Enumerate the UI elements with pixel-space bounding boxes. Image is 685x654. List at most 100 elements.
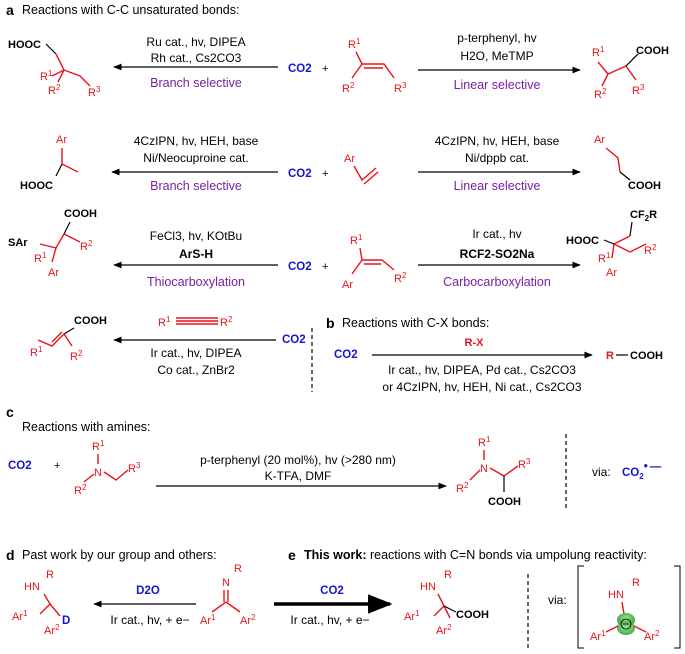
svg-text:N: N [94,467,102,479]
row1-branch-product: HOOC R1 R2 R3 [8,39,101,99]
svg-text:R3: R3 [88,85,101,99]
panel-d-title: Past work by our group and others: [22,548,217,562]
panel-e-title-bold: This work: [304,548,367,562]
row3-plus: + [322,261,328,273]
svg-text:Ar2: Ar2 [644,629,660,643]
panel-c-letter: c [6,404,14,420]
svg-text:COOH: COOH [64,208,97,220]
panel-e-letter: e [288,547,296,563]
row3-right-cond2: RCF2-SO2Na [460,247,535,261]
row4-alkyne: R1 R2 [158,315,233,329]
svg-text:R2: R2 [80,239,93,253]
svg-text:COOH: COOH [628,180,661,192]
panel-b-co2: CO2 [334,349,358,361]
svg-text:Ar2: Ar2 [240,613,256,627]
panel-d-letter: d [6,547,15,563]
panel-b-title: Reactions with C-X bonds: [342,316,489,330]
panel-e-title: This work: reactions with C=N bonds via … [304,548,647,562]
svg-text:R1: R1 [30,345,43,359]
row1-left-cond2: Rh cat., Cs2CO3 [151,51,242,65]
co2-radical-anion: CO2•— [622,461,662,481]
svg-text:Ar: Ar [594,134,605,146]
svg-text:HN: HN [608,589,624,601]
svg-text:R2: R2 [70,349,83,363]
row1-right-cond1: p-terphenyl, hv [457,31,536,45]
panel-a-title: Reactions with C-C unsaturated bonds: [22,3,239,17]
panel-c-co2: CO2 [8,460,32,472]
panel-e-via: via: [548,593,567,607]
row1-linear-product: R1 R2 R3 COOH [592,45,669,101]
svg-text:R3: R3 [632,83,645,97]
row1-cooh-label: COOH [636,45,669,57]
panel-c-plus: + [54,460,60,472]
panel-e-reagent: CO2 [320,585,344,597]
svg-text:Ar: Ar [56,134,67,146]
row1-plus: + [322,63,328,75]
svg-text:R: R [444,569,452,581]
svg-text:Ar2: Ar2 [44,623,60,637]
svg-text:R1: R1 [92,439,105,453]
svg-text:COOH: COOH [456,609,489,621]
svg-text:R: R [632,577,640,589]
row1-co2: CO2 [288,63,312,75]
svg-text:HN: HN [420,581,436,593]
panel-b-reagent: R-X [465,337,485,349]
panel-e-cond: Ir cat., hv, + e− [290,613,369,627]
row3-right-cond1: Ir cat., hv [472,227,521,241]
panel-d-product: R HN Ar1 Ar2 D [12,569,70,637]
panel-d-reagent: D2O [136,585,160,597]
row3-carbo-product: CF2R HOOC R2 R1 Ar [566,209,657,279]
row2-branch-product: Ar HOOC [20,134,79,192]
svg-text:N: N [222,577,230,589]
row2-styrene: Ar [344,153,379,185]
svg-text:Ar2: Ar2 [436,623,452,637]
svg-text:R1: R1 [40,69,53,83]
svg-text:R1: R1 [350,233,363,247]
row3-right-label: Carbocarboxylation [443,275,551,289]
row2-linear-product: Ar COOH [594,134,661,192]
svg-text:Ar: Ar [342,279,353,291]
row2-co2: CO2 [288,168,312,180]
row3-left-label: Thiocarboxylation [147,275,245,289]
row2-plus: + [322,168,328,180]
panel-c-product: R1 N R2 R3 COOH [456,435,531,508]
panel-c-title: Reactions with amines: [22,420,151,434]
row1-hooc-label: HOOC [8,39,41,51]
svg-text:R: R [234,563,242,575]
row3-thio-product: COOH SAr R2 R1 Ar [8,208,97,279]
svg-text:Ar: Ar [344,153,355,165]
carbanion-intermediate: R HN Ar1 Ar2 [577,565,681,649]
imine-substrate: R N Ar1 Ar2 [200,563,256,627]
panel-b-letter: b [326,315,335,331]
svg-text:R2: R2 [456,481,469,495]
svg-text:R2: R2 [74,483,87,497]
svg-text:Ar1: Ar1 [590,629,606,643]
panel-c-cond2: K-TFA, DMF [265,469,332,483]
row1-right-label: Linear selective [454,78,541,92]
panel-c-cond1: p-terphenyl (20 mol%), hv (>280 nm) [200,453,396,467]
svg-text:R1: R1 [592,45,605,59]
svg-text:R2: R2 [394,271,407,285]
svg-text:N: N [480,463,488,475]
row4-product: COOH R1 R2 [30,315,107,363]
row3-left-cond2: ArS-H [179,247,213,261]
svg-text:R2: R2 [220,315,233,329]
row4-cond1: Ir cat., hv, DIPEA [150,346,241,360]
svg-text:Ar1: Ar1 [12,609,28,623]
svg-text:R1: R1 [158,315,171,329]
svg-text:COOH: COOH [488,496,521,508]
bracket-left [577,565,584,649]
svg-text:R3: R3 [394,81,407,95]
row1-right-cond2: H2O, MeTMP [460,49,533,63]
svg-text:R2: R2 [594,87,607,101]
panel-e-product: R HN Ar1 Ar2 COOH [404,569,489,637]
row3-alkene: R1 Ar R2 [342,233,407,291]
panel-b-cond2: or 4CzIPN, hv, HEH, Ni cat., Cs2CO3 [382,380,581,394]
row3-left-cond1: FeCl3, hv, KOtBu [150,229,242,243]
panel-b-cond1: Ir cat., hv, DIPEA, Pd cat., Cs2CO3 [388,363,576,377]
svg-text:HOOC: HOOC [20,180,53,192]
svg-text:R2: R2 [48,83,61,97]
panel-b-product-cooh: COOH [630,350,663,362]
svg-text:R1: R1 [348,37,361,51]
